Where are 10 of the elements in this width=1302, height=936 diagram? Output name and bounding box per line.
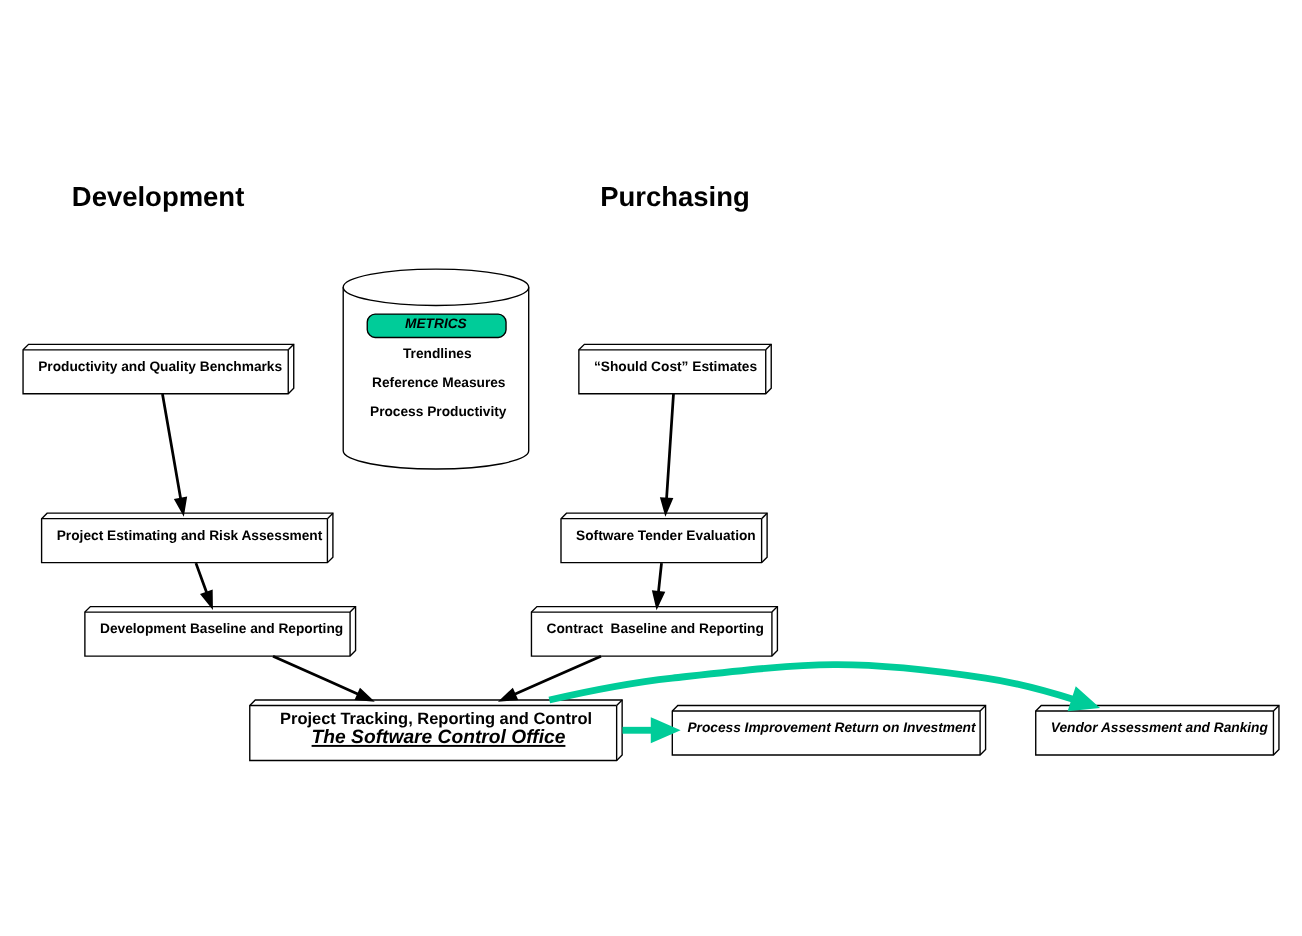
arrow — [161, 393, 188, 517]
arrow — [497, 655, 602, 702]
label: Purchasing — [600, 181, 750, 212]
arrow — [659, 393, 675, 517]
arrow — [622, 717, 681, 744]
arrow — [651, 562, 666, 611]
label: Development — [71, 181, 245, 212]
arrow — [272, 655, 375, 702]
arrow — [548, 661, 1101, 712]
arrow — [194, 562, 213, 610]
